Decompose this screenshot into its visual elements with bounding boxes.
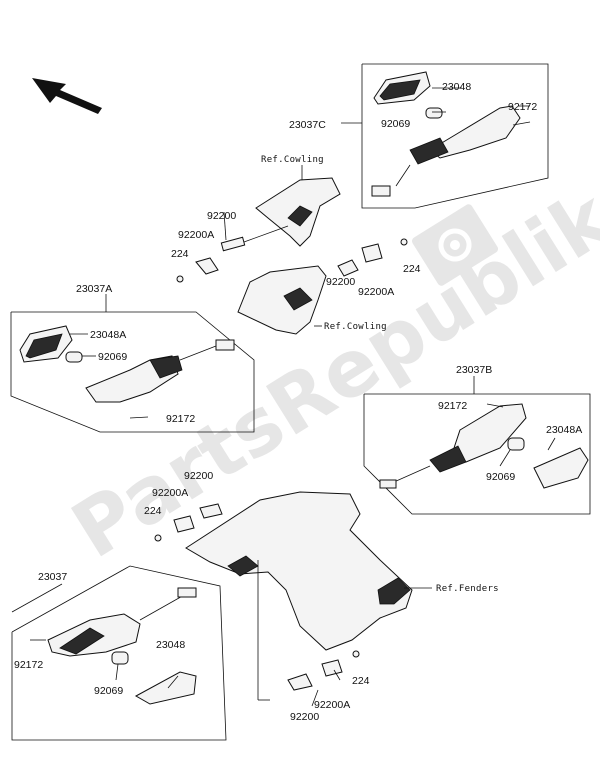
- group-23037C: [341, 63, 549, 209]
- group-23037B: [363, 376, 591, 515]
- clips-bottom: [258, 650, 360, 701]
- label-92172: 92172: [438, 400, 467, 412]
- label-92200A: 92200A: [178, 229, 214, 241]
- label-23037C: 23037C: [289, 119, 326, 131]
- label-92200: 92200: [207, 210, 236, 222]
- label-92200: 92200: [326, 276, 355, 288]
- label-92200: 92200: [290, 711, 319, 723]
- label-92069: 92069: [98, 351, 127, 363]
- label-92172: 92172: [508, 101, 537, 113]
- label-92069: 92069: [381, 118, 410, 130]
- label-ref-fenders: Ref.Fenders: [436, 584, 499, 594]
- label-224: 224: [403, 263, 421, 275]
- label-92172: 92172: [166, 413, 195, 425]
- cowling-top: [243, 165, 341, 247]
- gear-logo-icon: [411, 204, 499, 286]
- label-92172: 92172: [14, 659, 43, 671]
- clips-left-mid: [176, 211, 246, 283]
- fender: [154, 491, 432, 700]
- label-224: 224: [144, 505, 162, 517]
- label-92200: 92200: [184, 470, 213, 482]
- label-92200A: 92200A: [358, 286, 394, 298]
- label-92200A: 92200A: [314, 699, 350, 711]
- label-ref-cowling: Ref.Cowling: [261, 155, 324, 165]
- label-23048: 23048: [156, 639, 185, 651]
- front-direction-arrow-icon: [32, 78, 102, 114]
- label-23048A: 23048A: [546, 424, 582, 436]
- cowling-mid: [237, 238, 408, 335]
- label-23037A: 23037A: [76, 283, 112, 295]
- label-ref-cowling: Ref.Cowling: [324, 322, 387, 332]
- label-92200A: 92200A: [152, 487, 188, 499]
- label-224: 224: [352, 675, 370, 687]
- label-92069: 92069: [94, 685, 123, 697]
- label-23037B: 23037B: [456, 364, 492, 376]
- group-23037A: [10, 294, 255, 433]
- group-23037: [11, 565, 227, 741]
- label-224: 224: [171, 248, 189, 260]
- label-23048A: 23048A: [90, 329, 126, 341]
- label-23048: 23048: [442, 81, 471, 93]
- leader-lines: [70, 87, 556, 707]
- label-92069: 92069: [486, 471, 515, 483]
- label-23037: 23037: [38, 571, 67, 583]
